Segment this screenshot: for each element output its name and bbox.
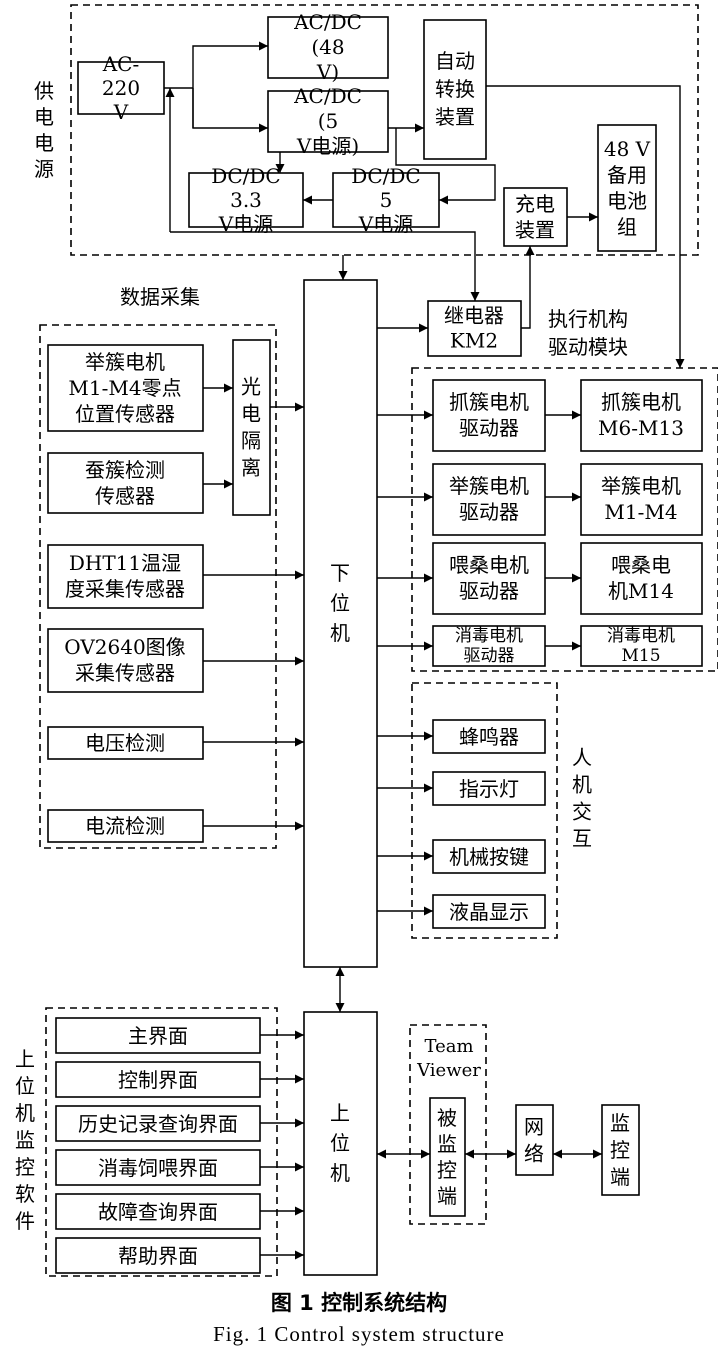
monitor-box [601, 1104, 640, 1196]
hmi-box-2 [432, 771, 546, 806]
relay-box [427, 300, 522, 357]
driver-label-4: 消毒电机驱动器 [455, 626, 523, 666]
current-label: 电流检测 [85, 814, 165, 838]
monitored-label: 被监控端 [437, 1106, 457, 1208]
conn-relay-to-charger [521, 246, 535, 329]
driver-box-3 [432, 542, 546, 615]
sw-label-6: 帮助界面 [118, 1244, 198, 1268]
acdc48-box [267, 16, 389, 79]
conn-to-acdc5 [192, 88, 268, 133]
motor-box-1 [580, 379, 703, 452]
voltage-label: 电压检测 [85, 731, 165, 755]
software-group-label: 上位机监控软件 [15, 1047, 35, 1233]
current-box [47, 809, 204, 843]
driver-box-1 [432, 379, 546, 452]
actuator-group-outline [411, 367, 718, 672]
hmi-label-3: 机械按键 [449, 845, 529, 869]
upper-pc-box [303, 1011, 378, 1276]
sw-label-5: 故障查询界面 [98, 1200, 218, 1224]
control-system-diagram: 供电电源 数据采集 执行机构驱动模块 人机交互 上位机监控软件 TeamView… [15, 4, 718, 1277]
network-box [515, 1104, 554, 1176]
charger-label: 充电装置 [515, 192, 555, 242]
network-label: 网络 [524, 1115, 544, 1166]
power-group-outline [70, 4, 699, 256]
power-group-label: 供电电源 [34, 79, 54, 181]
caption-en: Fig. 1 Control system structure [213, 1322, 505, 1346]
monitor-label: 监控端 [610, 1111, 630, 1189]
voltage-box [47, 726, 204, 760]
data-acq-group-outline [39, 324, 277, 849]
hmi-label-4: 液晶显示 [449, 900, 529, 924]
ov2640-label: OV2640图像采集传感器 [64, 635, 185, 685]
conn-ac-to-relay [170, 231, 480, 301]
cocoon-sensor-label: 蚕簇检测传感器 [85, 458, 165, 508]
motor-box-2 [580, 463, 703, 536]
dht11-box [47, 544, 204, 609]
sw-box-5 [55, 1193, 261, 1230]
cocoon-sensor-box [47, 452, 204, 514]
teamviewer-group-outline [409, 1024, 487, 1225]
data-acq-group-label: 数据采集 [120, 285, 200, 309]
sw-label-2: 控制界面 [118, 1068, 198, 1092]
hmi-box-1 [432, 719, 546, 754]
sw-box-6 [55, 1237, 261, 1274]
ac220-box [77, 61, 165, 115]
conn-battery-to-dcdc5 [395, 128, 496, 205]
driver-label-2: 举簇电机驱动器 [449, 474, 529, 524]
auto-switch-box [423, 19, 487, 160]
isolation-box [232, 339, 271, 516]
motor-label-3: 喂桑电机M14 [608, 553, 674, 603]
actuator-group-label: 执行机构驱动模块 [548, 307, 628, 359]
software-group-outline [45, 1007, 278, 1277]
auto-switch-label: 自动转换装置 [435, 49, 475, 129]
sw-label-3: 历史记录查询界面 [78, 1112, 238, 1136]
driver-box-4 [432, 625, 546, 667]
sw-label-1: 主界面 [128, 1024, 188, 1048]
sw-box-2 [55, 1061, 261, 1098]
sw-box-4 [55, 1149, 261, 1186]
hmi-group-outline [411, 682, 558, 939]
charger-box [503, 187, 568, 247]
dcdc33-box [188, 172, 304, 228]
dcdc5-box [332, 172, 440, 228]
upper-pc-label: 上位机 [330, 1101, 350, 1185]
caption-cn: 图 1 控制系统结构 [270, 1291, 448, 1315]
dht11-label: DHT11温湿度采集传感器 [65, 551, 185, 601]
hmi-label-1: 蜂鸣器 [459, 725, 519, 749]
battery-box [597, 124, 657, 252]
conn-switch-to-actuator [486, 85, 685, 368]
zero-sensor-box [47, 344, 204, 432]
driver-label-1: 抓簇电机驱动器 [449, 390, 529, 440]
hmi-group-label: 人机交互 [572, 746, 592, 851]
isolation-label: 光电隔离 [241, 375, 261, 480]
lower-pc-label: 下位机 [330, 561, 350, 645]
driver-box-2 [432, 463, 546, 536]
lower-pc-box [303, 279, 378, 968]
driver-label-3: 喂桑电机驱动器 [449, 553, 529, 603]
conn-to-acdc48 [192, 41, 268, 128]
hmi-label-2: 指示灯 [459, 777, 519, 801]
sw-label-4: 消毒饲喂界面 [98, 1156, 218, 1180]
hmi-box-3 [432, 839, 546, 874]
acdc5-box [267, 90, 389, 153]
